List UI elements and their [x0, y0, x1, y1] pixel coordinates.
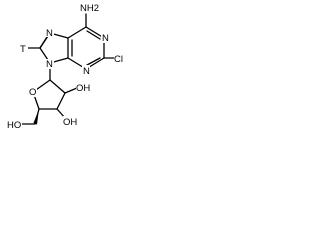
bonds [21, 13, 115, 125]
oh-3prime-label: OH [63, 117, 77, 128]
n3-label: N [83, 66, 90, 77]
ho-5prime-label: HO [7, 120, 21, 131]
tritium-label: T [20, 44, 26, 55]
bond-c6-n1-double [86, 30, 101, 40]
bond-c5-c6 [67, 26, 87, 39]
oh-2prime-label: OH [76, 83, 90, 94]
bond-c1-c2prime [49, 79, 66, 94]
cl-label: Cl [114, 54, 123, 65]
n9-label: N [46, 59, 53, 70]
wedge-c4prime-c5prime [33, 109, 39, 125]
nh2-label: NH2 [80, 3, 99, 14]
bond-n7-c8-double [39, 36, 48, 49]
bond-c2-n3-double [86, 57, 101, 66]
atom-labels: NH2 N N Cl N N T O OH OH HO [6, 2, 126, 131]
molecule-structure: NH2 N N Cl N N T O OH OH HO [6, 2, 126, 131]
ring-oxygen-label: O [29, 87, 36, 98]
bond-c2-c3prime [56, 92, 66, 110]
n7-label: N [46, 28, 53, 39]
n1-label: N [102, 33, 109, 44]
bond-c2prime-oh [64, 87, 78, 94]
